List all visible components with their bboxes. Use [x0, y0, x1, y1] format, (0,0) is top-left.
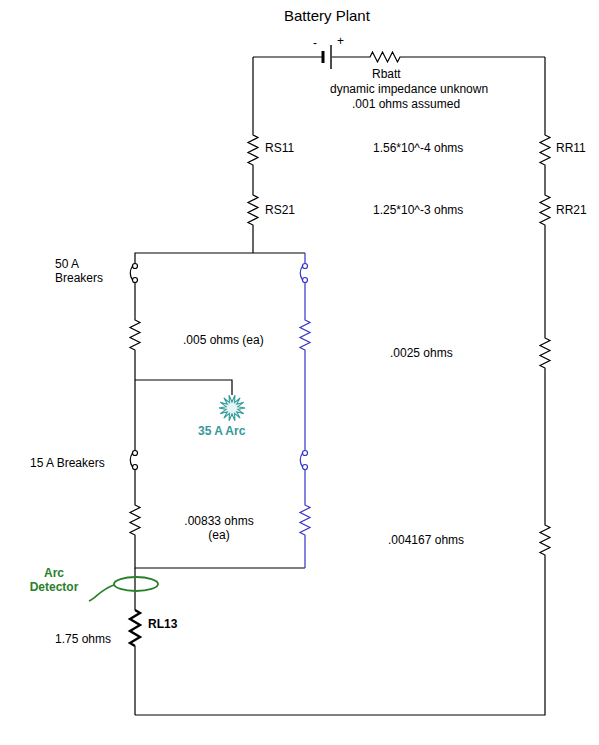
arc-spark [219, 395, 245, 420]
resistor-symbol [130, 610, 140, 646]
polarity-mark: + [337, 34, 344, 48]
arc-spark [219, 395, 245, 420]
breaker-label: 15 A Breakers [30, 456, 105, 470]
component-name: RS21 [265, 203, 295, 217]
top-wire [253, 52, 545, 62]
component-name: Rbatt [372, 67, 401, 81]
arc-tap-wire [135, 380, 232, 395]
arc-label: 35 A Arc [198, 424, 245, 438]
diagram-title: Battery Plant [284, 7, 370, 25]
resistance-value: .0025 ohms [390, 346, 453, 360]
component-name: RR11 [556, 141, 586, 155]
return-wire [135, 57, 550, 715]
breaker-symbol [130, 451, 137, 470]
feeder-wire [248, 57, 258, 253]
arc-detector-ring [89, 577, 158, 601]
resistance-value: .004167 ohms [388, 533, 464, 547]
resistance-value: .005 ohms (ea) [183, 333, 264, 347]
component-name: RR21 [556, 203, 587, 217]
component-note: dynamic impedance unknown [330, 82, 488, 96]
component-name: RL13 [148, 617, 177, 631]
component-name: RS11 [265, 141, 294, 155]
polarity-mark: - [313, 36, 317, 50]
component-note: .001 ohms assumed [352, 97, 460, 111]
resistance-value: .00833 ohms (ea) [181, 514, 257, 542]
resistance-value: 1.75 ohms [55, 632, 111, 646]
breaker-label: 50 A Breakers [55, 257, 113, 285]
battery-symbol [323, 45, 331, 69]
parallel-branch [300, 253, 310, 568]
resistance-value: 1.25*10^-3 ohms [373, 203, 463, 217]
breaker-symbol [130, 264, 137, 283]
detector-label: Arc Detector [22, 566, 86, 594]
resistance-value: 1.56*10^-4 ohms [373, 141, 463, 155]
branch-wire [130, 253, 305, 568]
